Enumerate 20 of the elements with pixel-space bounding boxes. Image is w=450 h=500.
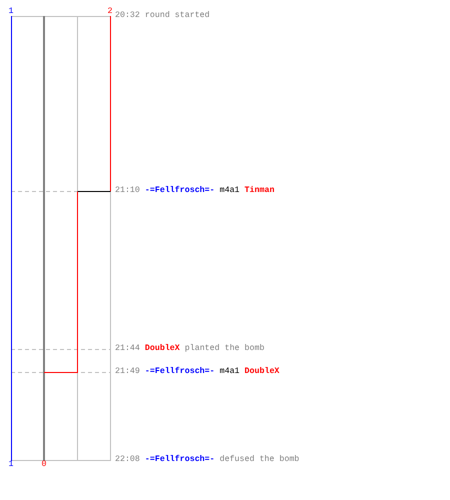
event-text: round started <box>144 11 210 21</box>
player-name: DoubleX <box>144 344 180 354</box>
event-text: defused the bomb <box>220 455 300 465</box>
weapon-name: m4a1 <box>220 186 240 196</box>
player-name: -=Fellfrosch=- <box>144 455 215 465</box>
axis-tick-label: 0 <box>42 461 46 469</box>
axis-tick-label: 1 <box>8 8 14 16</box>
timestamp: 20:32 <box>115 11 140 21</box>
player-name: -=Fellfrosch=- <box>144 367 215 377</box>
timestamp: 21:10 <box>115 186 140 196</box>
timestamp: 22:08 <box>115 455 140 465</box>
axis-tick-label: 1 <box>8 461 14 469</box>
weapon-name: m4a1 <box>220 367 240 377</box>
timestamp: 21:49 <box>115 367 140 377</box>
player-name: Tinman <box>244 186 274 196</box>
axis-tick-label: 2 <box>108 8 112 16</box>
player-name: -=Fellfrosch=- <box>144 186 215 196</box>
event-text: planted the bomb <box>184 344 264 354</box>
timestamp: 21:44 <box>115 344 140 354</box>
player-name: DoubleX <box>244 367 280 377</box>
